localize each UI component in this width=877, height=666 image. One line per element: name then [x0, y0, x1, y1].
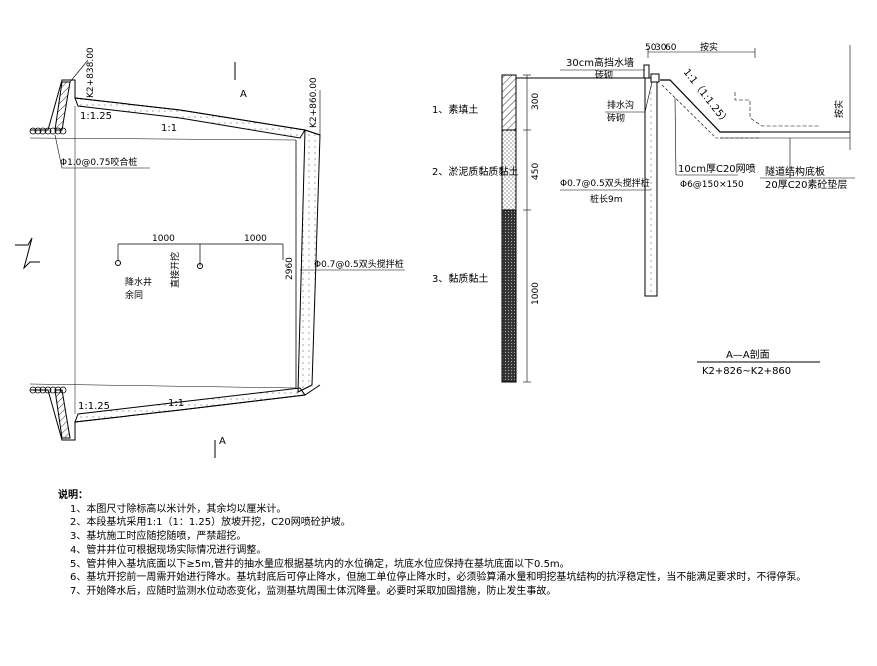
note-item: 5、管井伸入基坑底面以下≥5m,管井的抽水量应根据基坑内的水位确定，坑底水位应保… — [70, 558, 570, 570]
retaining-wall — [643, 64, 650, 79]
dim-right: 1000 — [244, 234, 267, 244]
chainage-left: K2+838.00 — [86, 47, 96, 98]
pile-wall-right — [297, 129, 321, 393]
pile-circle — [59, 386, 67, 394]
depth-note: 直接开挖 — [169, 252, 181, 288]
note-item: 6、基坑开挖前一周需开始进行降水。基坑封底后可停止降水，但施工单位停止降水时，必… — [70, 572, 807, 584]
well-label: 降水井 — [125, 276, 152, 288]
break-line — [15, 237, 40, 270]
pile-circle — [59, 127, 67, 135]
pile-circle — [44, 386, 52, 394]
pile-circle — [44, 127, 52, 135]
dim-top-a: 50 — [645, 43, 657, 53]
depth-1: 300 — [531, 93, 541, 110]
pile-circle — [49, 386, 57, 394]
plan-view: A A K2+838.00 K2+860.00 1:1.25 1:1 1:1.2… — [15, 47, 405, 458]
section-subtitle: K2+826~K2+860 — [702, 366, 791, 377]
pile-circle — [39, 386, 47, 394]
cushion-label: 20厚C20素砼垫层 — [765, 178, 847, 191]
mix-pile-section-label: Φ0.7@0.5双头搅拌桩 — [560, 177, 650, 189]
pile-circle — [29, 386, 37, 394]
soil-layer-3 — [501, 209, 517, 383]
note-item: 2、本段基坑采用1:1（1：1.25）放坡开挖，C20网喷砼护坡。 — [70, 517, 351, 529]
section-mark-top: A — [240, 89, 247, 100]
pile-label: Φ1.0@0.75咬合桩 — [60, 156, 137, 168]
pile-circle — [29, 127, 37, 135]
note-item: 1、本图尺寸除标高以米计外，其余均以厘米计。 — [70, 503, 287, 515]
notes-heading: 说明： — [58, 490, 88, 501]
drain-sub: 砖砌 — [607, 112, 625, 124]
notes-block: 说明： 1、本图尺寸除标高以米计外，其余均以厘米计。 2、本段基坑采用1:1（1… — [58, 489, 858, 599]
dim-top-d: 按实 — [700, 41, 718, 53]
pile-wall-bottom — [29, 386, 306, 439]
pile-wall-top — [29, 81, 306, 139]
pile-circle — [54, 127, 62, 135]
chainage-right: K2+860.00 — [309, 77, 319, 128]
soil-3-label: 3、黏质黏土 — [432, 272, 488, 285]
slope-top-mid: 1:1 — [161, 123, 177, 134]
depth-2: 450 — [531, 163, 541, 180]
section-view: 1、素填土 2、淤泥质黏质黏土 3、黏质黏土 300 450 1000 30cm… — [432, 41, 855, 383]
slope-bottom-mid: 1:1 — [168, 398, 184, 409]
spray-label: 10cm厚C20网喷 — [678, 163, 756, 175]
spray-sub: Φ6@150×150 — [680, 180, 744, 190]
depth-3: 1000 — [531, 282, 541, 305]
pile-circle — [39, 127, 47, 135]
drain-label: 排水沟 — [607, 99, 634, 111]
section-mark-bottom: A — [219, 436, 226, 447]
well-label-2: 余同 — [125, 289, 143, 301]
pile-length: 桩长9m — [590, 193, 623, 205]
pile-circle — [34, 386, 42, 394]
slope-top-left: 1:1.25 — [80, 111, 112, 122]
depth-right: 按实 — [833, 100, 845, 118]
wall-sub: 砖砌 — [595, 69, 613, 81]
dim-vertical: 2960 — [285, 257, 295, 280]
slope-bottom-left: 1:1.25 — [78, 401, 110, 412]
note-item: 4、管井井位可根据现场实际情况进行调整。 — [70, 544, 267, 556]
soil-layer-1 — [501, 74, 517, 131]
mix-pile-label: Φ0.7@0.5双头搅拌桩 — [314, 258, 404, 270]
soil-1-label: 1、素填土 — [432, 103, 478, 116]
note-item: 3、基坑施工时应随挖随喷，严禁超挖。 — [70, 531, 247, 543]
drain-ditch — [650, 73, 660, 83]
well-icon-right — [197, 263, 203, 269]
tunnel-label: 隧道结构底板 — [765, 165, 825, 178]
note-item: 7、开始降水后，应随时监测水位动态变化，监测基坑周围土体沉降量。必要时采取加固措… — [70, 585, 557, 597]
soil-2-label: 2、淤泥质黏质黏土 — [432, 165, 518, 178]
dim-left: 1000 — [152, 234, 175, 244]
pile-circle — [49, 127, 57, 135]
dim-top-c: 60 — [665, 43, 677, 53]
section-title: A—A剖面 — [726, 348, 770, 361]
dim-top-b: 30 — [655, 43, 667, 53]
pile-circle — [34, 127, 42, 135]
well-icon-left — [115, 260, 121, 266]
wall-label: 30cm高挡水墙 — [566, 56, 634, 69]
tunnel-outline — [734, 92, 820, 127]
pile-circle — [54, 386, 62, 394]
